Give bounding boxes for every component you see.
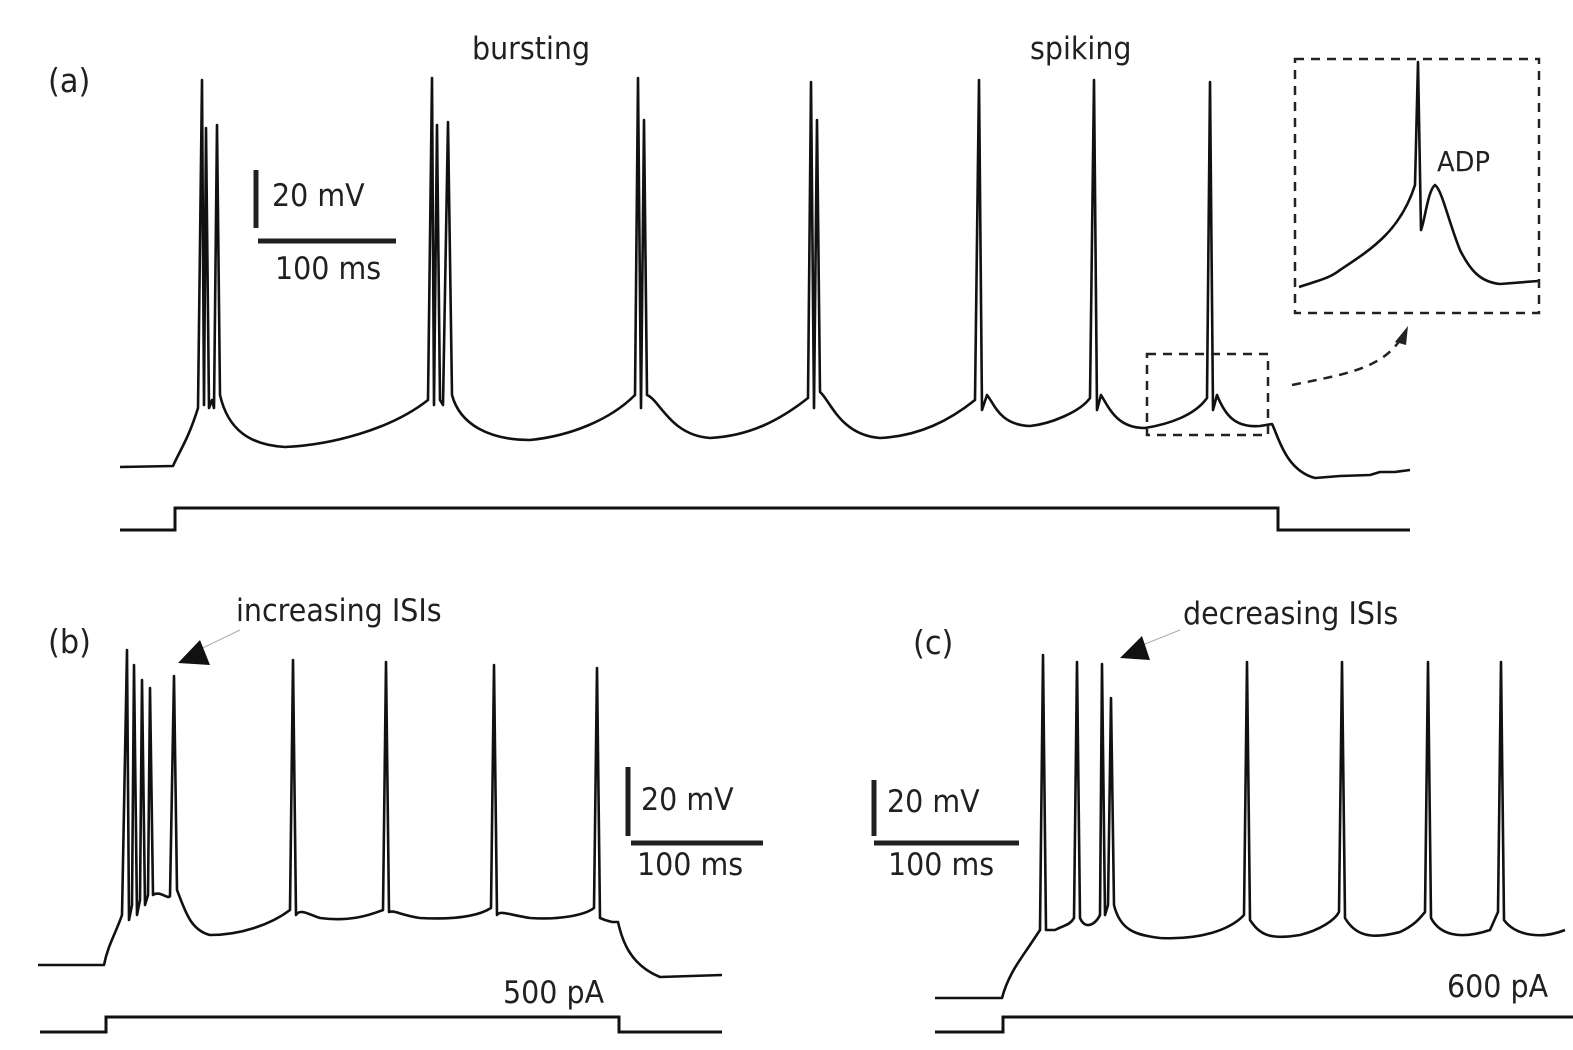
panel-a-scalebar-voltage-label: 20 mV bbox=[272, 178, 365, 214]
panel-b-arrowhead-icon bbox=[178, 640, 210, 665]
panel-c-label: (c) bbox=[913, 623, 954, 662]
panel-c-scalebar-voltage-label: 20 mV bbox=[887, 784, 980, 820]
inset-pointer-arrow bbox=[1291, 339, 1402, 387]
panel-c-scalebar-time-label: 100 ms bbox=[888, 847, 995, 883]
panel-c-stimulus-label: 600 pA bbox=[1447, 969, 1549, 1005]
panel-c-arrowhead-icon bbox=[1120, 636, 1150, 660]
panel-c-annotation: decreasing ISIs bbox=[1183, 596, 1399, 632]
adp-annotation: ADP bbox=[1437, 145, 1491, 178]
panel-b-scalebar-time-label: 100 ms bbox=[637, 847, 744, 883]
panel-a-stimulus-trace bbox=[120, 506, 1410, 532]
panel-b-label: (b) bbox=[48, 622, 91, 661]
panel-a-inset-adp-trace bbox=[1298, 60, 1539, 289]
panel-c-voltage-trace bbox=[935, 653, 1566, 1000]
spiking-annotation: spiking bbox=[1030, 31, 1132, 67]
panel-b-stimulus-trace bbox=[40, 1015, 722, 1034]
panel-b-voltage-trace bbox=[38, 648, 723, 979]
panel-b-annotation: increasing ISIs bbox=[236, 593, 442, 629]
bursting-annotation: bursting bbox=[472, 31, 591, 67]
panel-a-inset-box bbox=[1293, 57, 1541, 315]
panel-c-stimulus-trace bbox=[935, 1015, 1573, 1034]
panel-a-label: (a) bbox=[48, 61, 91, 100]
panel-a-scalebar-time-label: 100 ms bbox=[275, 251, 382, 287]
panel-a-voltage-trace bbox=[119, 76, 1411, 480]
panel-b-stimulus-label: 500 pA bbox=[503, 975, 605, 1011]
inset-pointer-arrowhead-icon bbox=[1395, 326, 1408, 345]
panel-a-zoom-region-box bbox=[1145, 352, 1270, 437]
panel-b-scalebar-voltage-label: 20 mV bbox=[641, 782, 734, 818]
